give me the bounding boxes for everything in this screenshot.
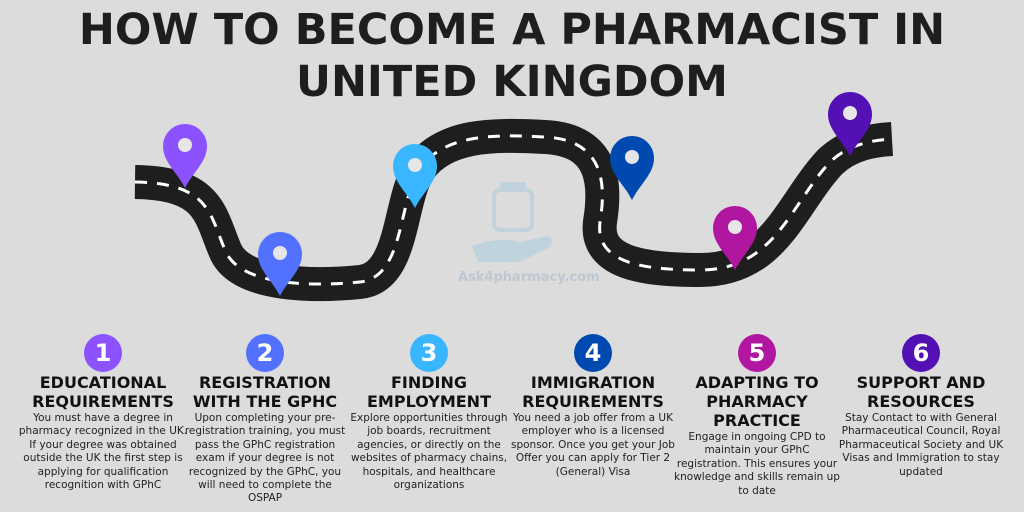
map-pin-icon (828, 92, 872, 156)
watermark-logo-icon (472, 182, 552, 262)
step-1: 1 EDUCATIONAL REQUIREMENTS You must have… (18, 334, 188, 492)
map-pin-icon (713, 206, 757, 270)
map-pin-icon (393, 144, 437, 208)
step-number-badge: 2 (246, 334, 284, 372)
step-2: 2 REGISTRATION WITH THE GPHC Upon comple… (180, 334, 350, 506)
step-description: You need a job offer from a UK employer … (511, 412, 675, 478)
step-number-badge: 1 (84, 334, 122, 372)
step-4: 4 IMMIGRATION REQUIREMENTS You need a jo… (508, 334, 678, 479)
step-title: EDUCATIONAL REQUIREMENTS (32, 373, 174, 411)
step-number-badge: 3 (410, 334, 448, 372)
map-pin-icon (610, 136, 654, 200)
step-5: 5 ADAPTING TO PHARMACY PRACTICE Engage i… (672, 334, 842, 498)
step-number-badge: 5 (738, 334, 776, 372)
step-description: Engage in ongoing CPD to maintain your G… (674, 431, 840, 497)
step-6: 6 SUPPORT AND RESOURCES Stay Contact to … (836, 334, 1006, 479)
step-description: Explore opportunities through job boards… (350, 412, 508, 492)
step-description: Upon completing your pre-registration tr… (184, 412, 346, 505)
step-title: IMMIGRATION REQUIREMENTS (522, 373, 664, 411)
road-center-line (134, 134, 893, 286)
step-title: ADAPTING TO PHARMACY PRACTICE (695, 373, 819, 430)
title-line-1: HOW TO BECOME A PHARMACIST IN (78, 5, 946, 55)
step-description: You must have a degree in pharmacy recog… (18, 412, 188, 492)
step-number-badge: 6 (902, 334, 940, 372)
map-pin-icon (258, 232, 302, 296)
map-pin-icon (163, 124, 207, 188)
step-title: SUPPORT AND RESOURCES (856, 373, 986, 411)
step-title: REGISTRATION WITH THE GPHC (192, 373, 338, 411)
step-title: FINDING EMPLOYMENT (367, 373, 491, 411)
title-line-2: UNITED KINGDOM (296, 57, 728, 107)
step-number-badge: 4 (574, 334, 612, 372)
page-title: HOW TO BECOME A PHARMACIST IN UNITED KIN… (0, 4, 1024, 108)
step-3: 3 FINDING EMPLOYMENT Explore opportuniti… (344, 334, 514, 492)
step-description: Stay Contact to with General Pharmaceuti… (838, 412, 1004, 478)
watermark: Ask4pharmacy.com (458, 270, 600, 285)
